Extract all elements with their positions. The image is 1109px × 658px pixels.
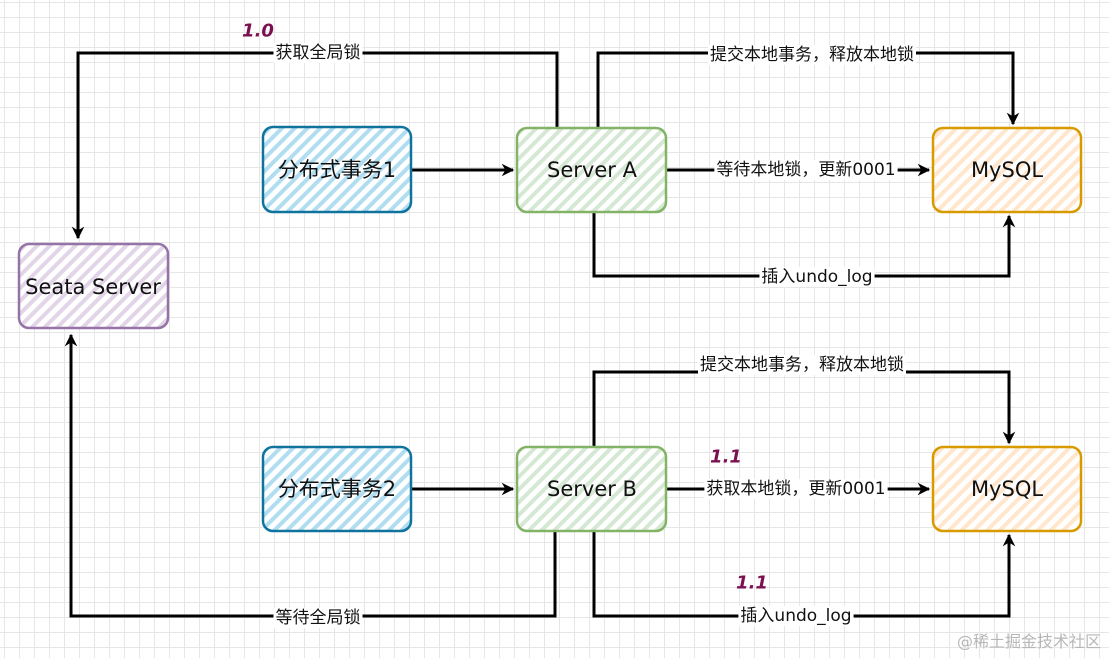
edge-label-text: 等待全局锁 — [276, 608, 361, 628]
edge-label-server-a-commit: 提交本地事务，释放本地锁 — [708, 45, 916, 65]
node-mysql-b[interactable]: MySQL — [931, 445, 1083, 533]
edge-label-server-a-update: 等待本地锁，更新0001 — [714, 160, 898, 180]
edge-label-server-b-to-seata: 等待全局锁 — [273, 608, 363, 628]
node-label: MySQL — [971, 477, 1043, 501]
node-label: Server B — [547, 477, 637, 501]
node-label: 分布式事务1 — [278, 158, 396, 182]
node-distributed-tx-1[interactable]: 分布式事务1 — [261, 125, 413, 214]
node-label: Server A — [547, 158, 638, 182]
node-label: MySQL — [971, 158, 1043, 182]
node-seata-server[interactable]: Seata Server — [17, 242, 170, 330]
edge-label-server-a-undo: 插入undo_log — [759, 267, 875, 287]
edge-label-server-b-commit: 提交本地事务，释放本地锁 — [698, 355, 906, 375]
edge-label-text: 插入undo_log — [740, 606, 851, 626]
node-mysql-a[interactable]: MySQL — [931, 126, 1083, 214]
edge-label-server-b-update: 获取本地锁，更新0001 — [704, 479, 888, 499]
edge-server-b-undo — [592, 531, 1016, 618]
edge-label-server-a-to-seata: 获取全局锁 — [273, 43, 363, 63]
node-distributed-tx-2[interactable]: 分布式事务2 — [261, 445, 413, 533]
edge-label-text: 提交本地事务，释放本地锁 — [710, 45, 914, 65]
edge-label-text: 提交本地事务，释放本地锁 — [700, 355, 904, 375]
node-server-b[interactable]: Server B — [515, 445, 668, 533]
node-server-a[interactable]: Server A — [515, 126, 668, 214]
edge-server-b-commit — [592, 370, 1016, 447]
step-label-global-lock: 1.0 — [242, 21, 274, 42]
step-label-undo-log: 1.1 — [736, 573, 768, 594]
edge-label-server-b-undo: 插入undo_log — [738, 606, 854, 626]
watermark: @稀土掘金技术社区 — [956, 632, 1101, 651]
node-label: Seata Server — [25, 275, 161, 299]
edge-label-text: 获取本地锁，更新0001 — [706, 479, 885, 499]
edge-label-text: 插入undo_log — [761, 267, 872, 287]
step-label-local-lock: 1.1 — [710, 447, 742, 468]
node-label: 分布式事务2 — [278, 477, 396, 501]
edge-label-text: 等待本地锁，更新0001 — [716, 160, 895, 180]
edge-label-text: 获取全局锁 — [276, 43, 361, 63]
